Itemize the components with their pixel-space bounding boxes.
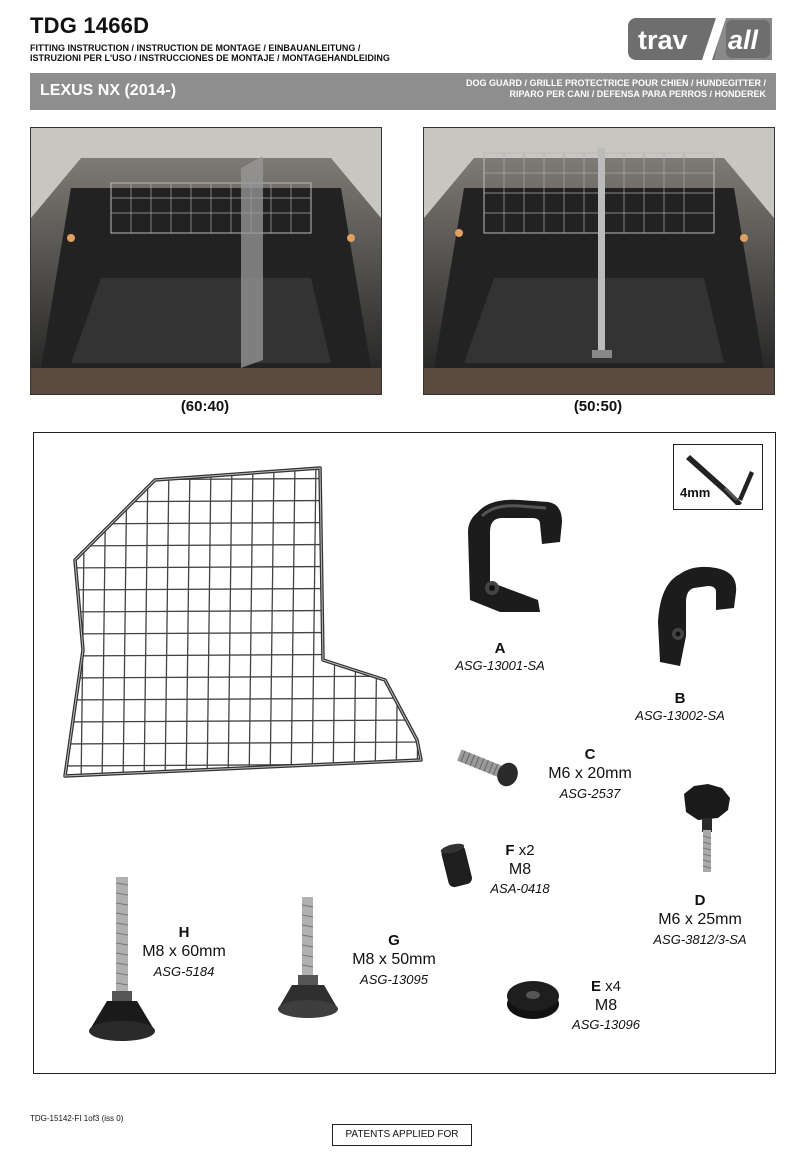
part-f-label: F x2 [490, 842, 550, 860]
part-g-letter: G [388, 932, 400, 949]
vehicle-model: LEXUS NX (2014-) [40, 82, 177, 99]
photo-split-50-50 [423, 127, 775, 395]
logo-text-left: trav [638, 25, 688, 55]
document-reference: TDG-15142-FI 1of3 (iss 0) [30, 1114, 124, 1123]
part-f-letter: F [505, 842, 515, 859]
part-e-size: M8 [594, 997, 618, 1014]
part-b-code: ASG-13002-SA [635, 708, 725, 723]
part-c-code: ASG-2537 [559, 786, 621, 801]
parts-panel [33, 432, 776, 1074]
product-line-1: DOG GUARD / GRILLE PROTECTRICE POUR CHIE… [465, 78, 766, 88]
document-code: TDG 1466D [30, 13, 150, 38]
part-h-size: M8 x 60mm [142, 943, 226, 960]
bolt-c-image [453, 742, 525, 792]
part-g-size: M8 x 50mm [352, 951, 436, 968]
product-line-2: RIPARO PER CANI / DEFENSA PARA PERROS / … [509, 89, 766, 99]
travall-logo: trav all [626, 16, 776, 64]
part-a-code: ASG-13001-SA [455, 658, 545, 673]
part-c-letter: C [584, 746, 596, 763]
part-a-letter: A [494, 640, 506, 657]
part-g-code: ASG-13095 [360, 972, 428, 987]
mesh-divider-image [55, 460, 425, 790]
part-e-label: E x4 [576, 978, 636, 996]
foot-h-image [85, 873, 159, 1049]
part-d-letter: D [694, 892, 706, 909]
part-h-letter: H [178, 924, 190, 941]
bracket-a-image [460, 492, 570, 622]
subtitle-line-2: ISTRUZIONI PER L'USO / INSTRUCCIONES DE … [30, 53, 390, 63]
part-d-size: M6 x 25mm [658, 911, 742, 928]
subtitle-line-1: FITTING INSTRUCTION / INSTRUCTION DE MON… [30, 43, 361, 53]
part-b-letter: B [674, 690, 686, 707]
part-f-size: M8 [508, 861, 532, 878]
part-e-code: ASG-13096 [572, 1017, 640, 1032]
part-c-size: M6 x 20mm [548, 765, 632, 782]
part-h-code: ASG-5184 [153, 964, 215, 979]
part-e-qty: x4 [601, 978, 622, 995]
foot-g-image [272, 893, 346, 1025]
part-d-code: ASG-3812/3-SA [653, 932, 747, 947]
logo-text-right: all [728, 25, 759, 55]
tool-size-label: 4mm [680, 485, 711, 500]
model-bar [30, 73, 776, 110]
caption-60-40: (60:40) [180, 398, 230, 415]
product-description: DOG GUARD / GRILLE PROTECTRICE POUR CHIE… [466, 78, 766, 100]
bracket-b-image [650, 562, 740, 672]
part-f-qty: x2 [514, 842, 535, 859]
photo-split-60-40 [30, 127, 382, 395]
allen-key-icon [686, 455, 754, 505]
part-f-code: ASA-0418 [490, 881, 550, 896]
washer-e-image [502, 972, 564, 1024]
patent-notice: PATENTS APPLIED FOR [332, 1124, 472, 1146]
caption-50-50: (50:50) [573, 398, 623, 415]
knob-d-image [676, 780, 736, 876]
tool-box: 4mm [673, 444, 763, 510]
cap-f-image [435, 840, 479, 894]
part-e-letter: E [590, 978, 601, 995]
